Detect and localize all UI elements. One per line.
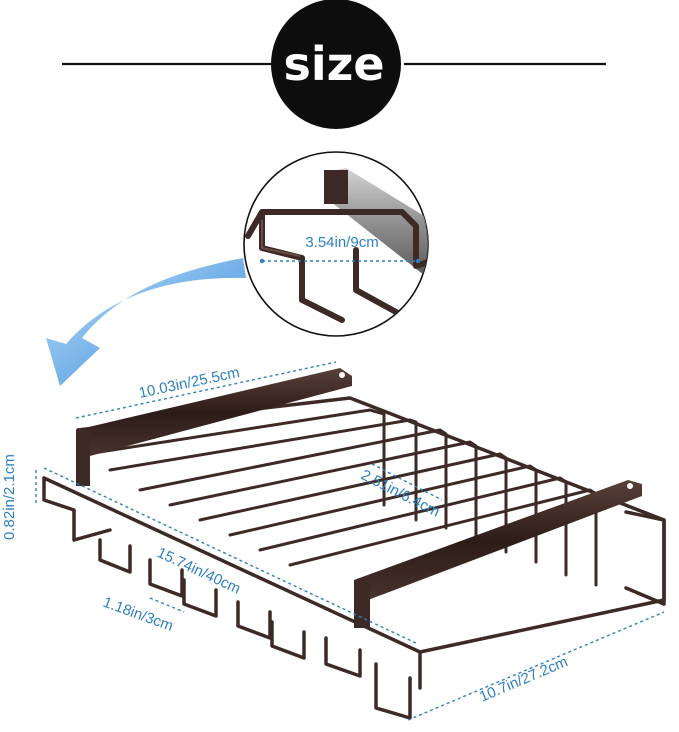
curved-arrow-icon: [46, 258, 246, 386]
bar-gap-label: 1.18in/3cm: [101, 594, 176, 635]
hook-detail-zoom: 3.54in/9cm: [243, 151, 429, 337]
size-title: size: [283, 37, 384, 91]
overall-length-line: [43, 467, 419, 645]
front-right-rail: [354, 480, 642, 604]
overall-depth-line: [407, 611, 665, 721]
overall-depth-label: 10.7in/27.2cm: [477, 653, 570, 705]
height-label: 0.82in/2.1cm: [1, 454, 18, 540]
top-left-rail: [76, 368, 352, 458]
bar-gap-line: [149, 597, 185, 613]
hook-width-end-right: [415, 258, 421, 264]
mounting-rails: [76, 368, 642, 628]
front-right-rail-hole: [627, 483, 633, 489]
hook-width-label: 3.54in/9cm: [305, 234, 378, 251]
rack-hook-loops: [98, 538, 412, 720]
size-header: size: [62, 0, 606, 129]
rack-right-frame: [624, 510, 666, 606]
top-rail-length-line: [75, 361, 337, 419]
top-left-rail-face: [76, 430, 90, 486]
slot-width-line: [371, 463, 443, 501]
dimension-lines: [35, 361, 665, 721]
front-right-rail-face: [354, 580, 370, 628]
wine-rack: [42, 396, 666, 720]
size-badge: [271, 0, 401, 129]
hook-width-end-left: [259, 258, 265, 264]
zoom-mount-cap: [324, 170, 348, 204]
rack-wires: [78, 408, 598, 587]
top-left-rail-hole: [339, 372, 345, 378]
